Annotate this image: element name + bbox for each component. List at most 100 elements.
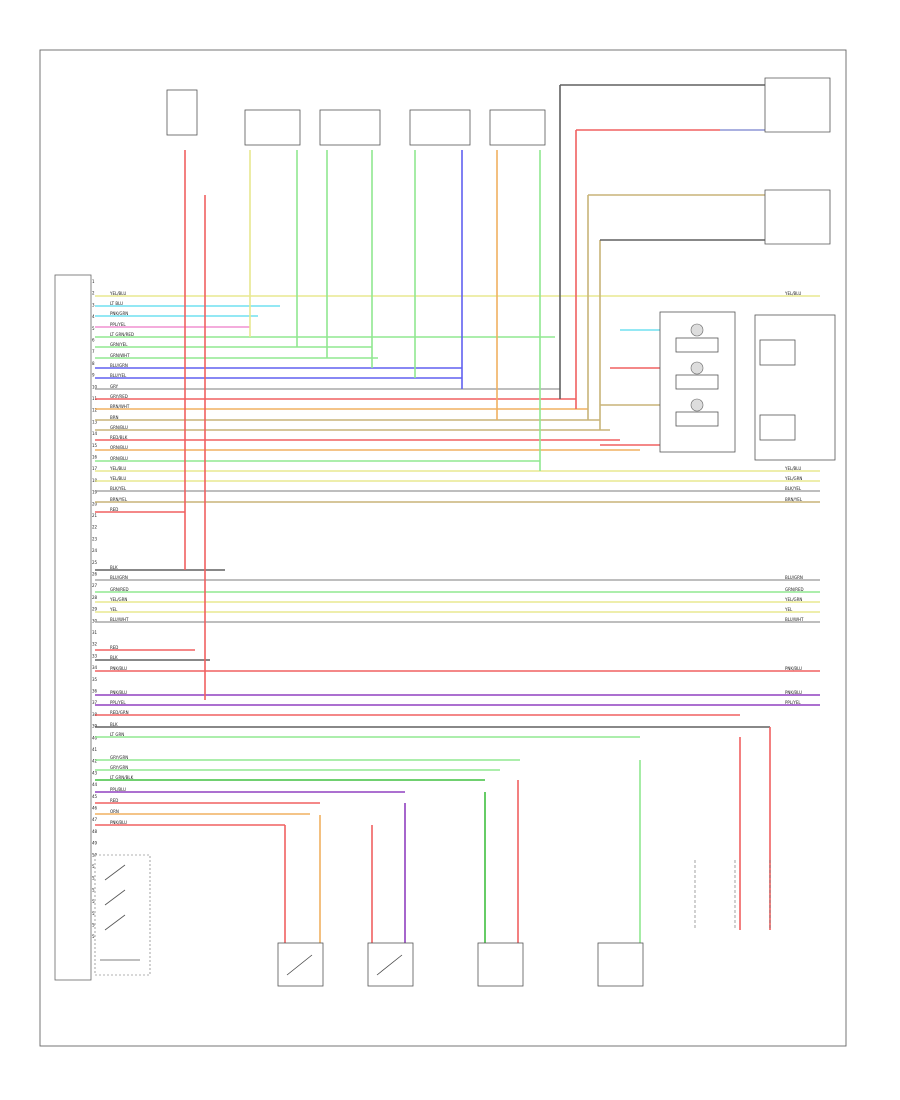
wire-label-right: YEL/BLU <box>784 291 801 296</box>
pin-label: 18 <box>92 478 98 483</box>
wire-label-right: BLU/GRN <box>785 575 803 580</box>
pin-label: 30 <box>92 618 98 623</box>
left-switch-block <box>94 854 151 976</box>
wire-label: GRN/WHT <box>110 353 130 358</box>
pin-label: 13 <box>92 419 98 424</box>
vertical-wires <box>184 84 771 945</box>
top-device-fuse <box>166 89 198 136</box>
bottom-device-3 <box>477 942 524 987</box>
pin-label: 12 <box>92 408 98 413</box>
wire-label: BLK <box>110 655 118 660</box>
pin-label: 49 <box>92 841 98 846</box>
wire-label-right: PNK/BLU <box>785 666 802 671</box>
wire-label: RED <box>110 798 118 803</box>
pin-label: 46 <box>92 806 98 811</box>
right-module-1 <box>764 77 831 133</box>
wire-label-right: GRN/RED <box>785 587 804 592</box>
airbag-control-module-strip <box>54 274 92 981</box>
bottom-device-1 <box>277 942 324 987</box>
wire-label: BLU/YEL <box>110 373 127 378</box>
wire-label: GRY/GRN <box>110 765 128 770</box>
wire-label: LT BLU <box>110 301 123 306</box>
wire-label: GRN/RED <box>110 587 129 592</box>
wire-label-right: PNK/BLU <box>785 690 802 695</box>
wire-label: PNK/BLU <box>110 690 127 695</box>
pin-label: 22 <box>92 525 98 530</box>
wire-label: YEL/GRN <box>109 597 127 602</box>
pin-label: 16 <box>92 455 98 460</box>
pin-label: 31 <box>92 630 98 635</box>
wire-label: PPL/YEL <box>110 700 126 705</box>
pin-label: 4 <box>92 314 95 319</box>
pin-label: 51 <box>92 864 98 869</box>
pin-label: 33 <box>92 653 98 658</box>
pin-label: 5 <box>92 326 95 331</box>
pin-label: 39 <box>92 724 98 729</box>
top-device-1 <box>244 109 301 146</box>
wire-label: BRN <box>110 415 119 420</box>
pin-label: 47 <box>92 817 98 822</box>
wire-label-right: YEL/GRN <box>784 476 802 481</box>
pin-label: 20 <box>92 501 98 506</box>
wire-label: RED/BLK <box>110 435 128 440</box>
wire-label: BRN/WHT <box>110 404 130 409</box>
wire-label: PNK/BLU <box>110 666 127 671</box>
wire-label: ORN <box>110 809 119 814</box>
clockspring-cluster <box>659 311 736 453</box>
pin-label: 3 <box>92 302 95 307</box>
pin-label: 17 <box>92 466 98 471</box>
pin-label: 25 <box>92 560 98 565</box>
pin-label: 40 <box>92 735 98 740</box>
wire-label-right: BLK/YEL <box>785 486 802 491</box>
wire-label: BLU/GRN <box>110 575 128 580</box>
wire-label: BLK <box>110 565 118 570</box>
wire-label: BLK <box>110 722 118 727</box>
wire-label-right: PPL/YEL <box>785 700 801 705</box>
wire-label: ORN/BLU <box>110 456 128 461</box>
pin-label: 28 <box>92 595 98 600</box>
pin-label: 24 <box>92 548 98 553</box>
pin-label: 42 <box>92 759 98 764</box>
pin-label: 29 <box>92 607 98 612</box>
pin-label: 48 <box>92 829 98 834</box>
wire-label: YEL <box>109 607 118 612</box>
wire-label: GRY/RED <box>110 394 128 399</box>
wire-label-right: YEL <box>784 607 793 612</box>
pin-label: 55 <box>92 911 98 916</box>
pin-label: 14 <box>92 431 98 436</box>
wire-label-right: YEL/BLU <box>784 466 801 471</box>
pin-label: 23 <box>92 536 98 541</box>
pin-label: 15 <box>92 443 98 448</box>
pin-label: 54 <box>92 899 98 904</box>
wire-label: PPL/BLU <box>110 787 126 792</box>
pin-label: 11 <box>92 396 98 401</box>
pin-label: 7 <box>92 349 95 354</box>
horizontal-wires <box>95 295 820 826</box>
pin-label: 10 <box>92 384 98 389</box>
pin-label: 37 <box>92 700 98 705</box>
wire-label-right: YEL/GRN <box>784 597 802 602</box>
pin-label: 35 <box>92 677 98 682</box>
wire-label: BRN/YEL <box>110 497 128 502</box>
pin-label: 19 <box>92 490 98 495</box>
pin-label: 9 <box>92 373 95 378</box>
wire-label: LT GRN <box>110 732 124 737</box>
pin-label: 52 <box>92 876 98 881</box>
pin-label: 21 <box>92 513 98 518</box>
pin-label: 43 <box>92 770 98 775</box>
pin-label: 53 <box>92 887 98 892</box>
wire-label: YEL/BLU <box>109 291 126 296</box>
wire-label: PPL/YEL <box>110 322 126 327</box>
wire-label: GRY <box>110 384 119 389</box>
right-module-3 <box>754 314 836 461</box>
wire-label: ORN/BLU <box>110 445 128 450</box>
diagram-frame <box>39 49 847 1047</box>
pin-label: 32 <box>92 642 98 647</box>
wire-label: GRN/YEL <box>110 342 128 347</box>
right-module-2 <box>764 189 831 245</box>
wire-label-right: BLU/WHT <box>785 617 804 622</box>
wire-label: BLU/GRN <box>110 363 128 368</box>
wire-label: LT GRN/RED <box>110 332 134 337</box>
pin-label: 36 <box>92 689 98 694</box>
